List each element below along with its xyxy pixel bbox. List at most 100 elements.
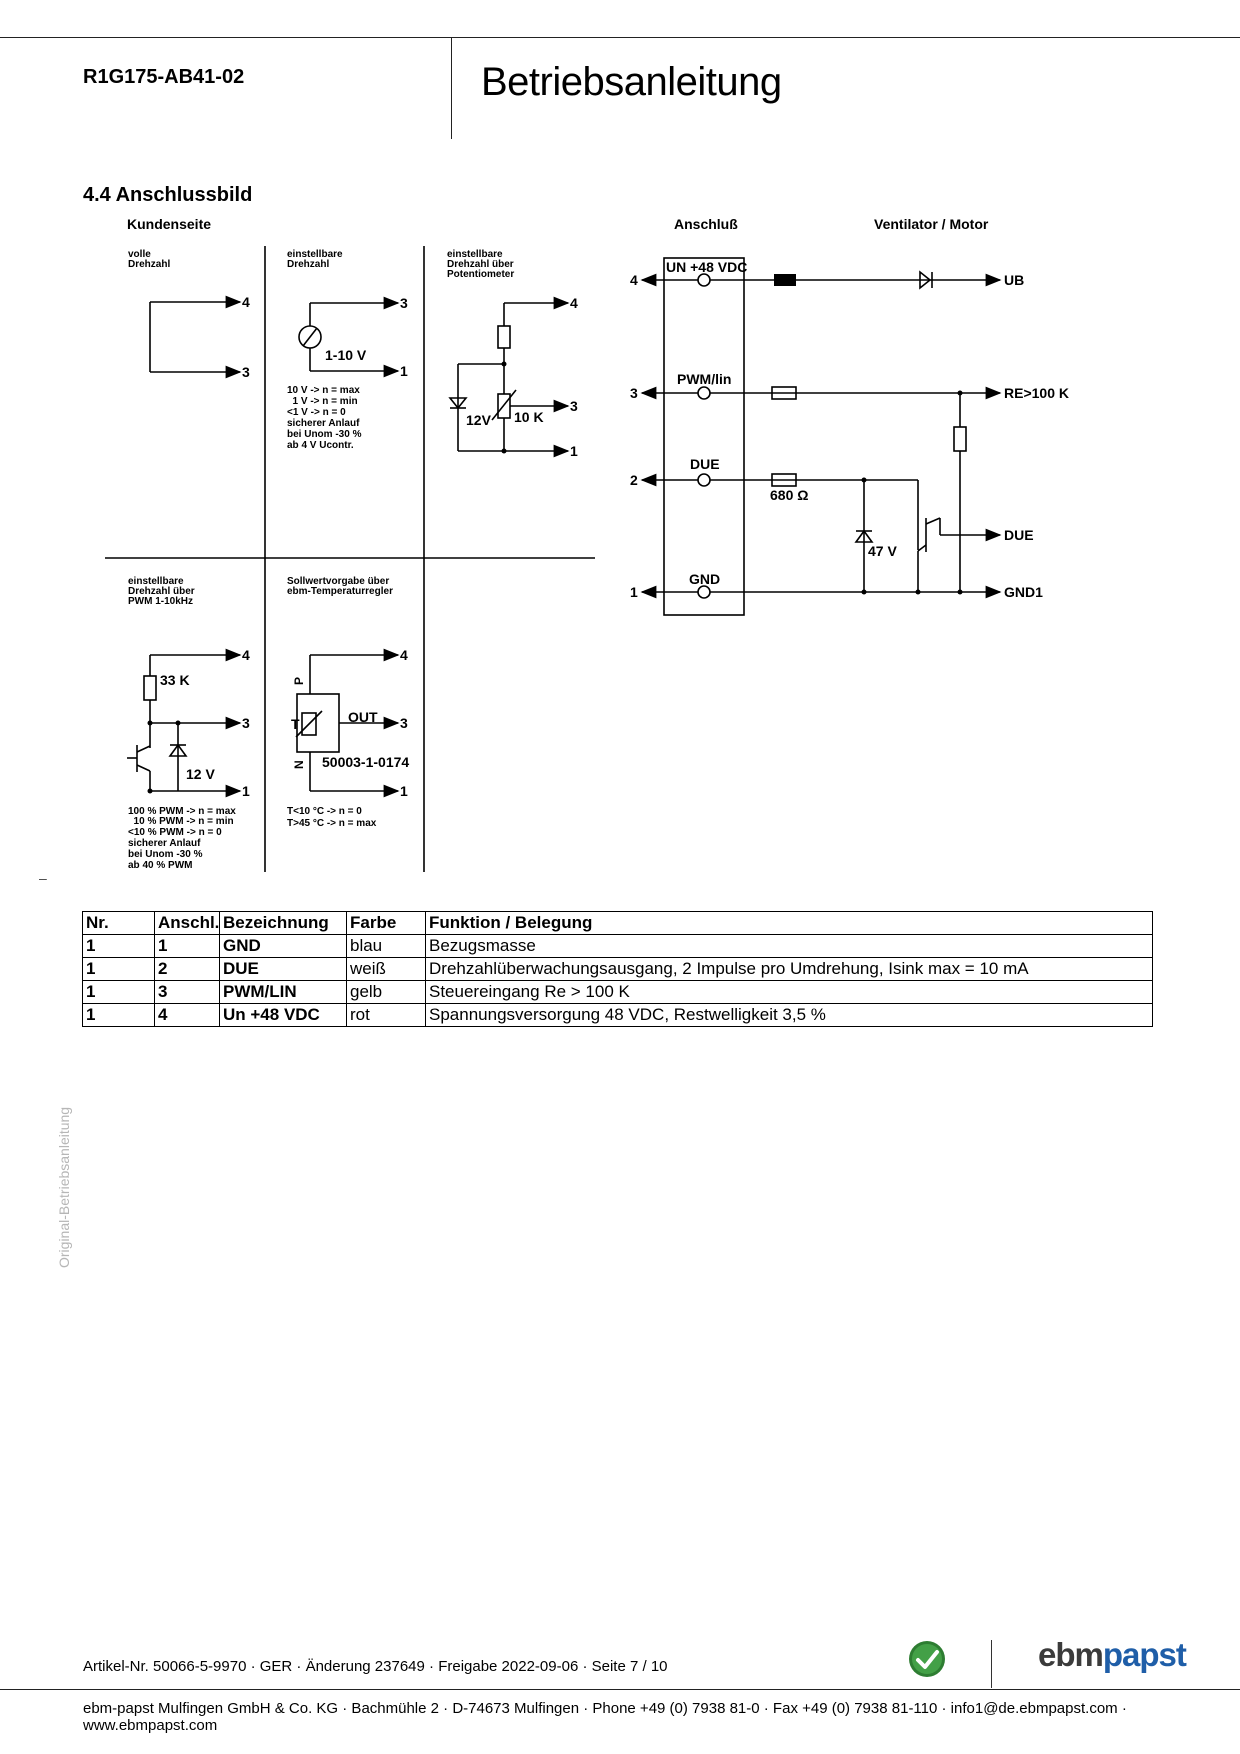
cell-funktion: Steuereingang Re > 100 K: [425, 980, 1153, 1004]
c2-num-3: 3: [400, 295, 408, 311]
r680-label: 680 Ω: [770, 487, 808, 503]
c1-num-4: 4: [242, 294, 250, 310]
c4-num-4: 4: [242, 647, 250, 663]
cell5-n-label: N: [292, 760, 306, 769]
table-row: 1 2 DUE weiß Drehzahlüberwachungsausgang…: [82, 957, 1153, 981]
col-bezeichnung: Bezeichnung: [219, 911, 347, 935]
cell2-note-1: 10 V -> n = max: [287, 385, 360, 396]
green-tech-check-icon: [909, 1641, 945, 1677]
cell-farbe: blau: [346, 934, 426, 958]
cell3-title-2: Drehzahl über: [447, 259, 514, 270]
cell3-title-1: einstellbare: [447, 249, 503, 260]
cell-bezeichnung: GND: [219, 934, 347, 958]
c1-num-3: 3: [242, 364, 250, 380]
cell2-note-2: 1 V -> n = min: [287, 396, 358, 407]
cell-nr: 1: [82, 1003, 155, 1027]
pin-table: Nr. Anschl. Bezeichnung Farbe Funktion /…: [82, 911, 1153, 1027]
cell-anschl: 1: [154, 934, 220, 958]
top-rule: [0, 37, 1240, 38]
cell2-title-2: Drehzahl: [287, 259, 329, 270]
c3-num-3: 3: [570, 398, 578, 414]
footer-divider: [991, 1640, 992, 1688]
model-number: R1G175-AB41-02: [83, 66, 245, 88]
cell-anschl: 3: [154, 980, 220, 1004]
cell-anschl: 4: [154, 1003, 220, 1027]
cell4-title-3: PWM 1-10kHz: [128, 596, 193, 607]
cell3-title-3: Potentiometer: [447, 269, 514, 280]
cell-anschl: 2: [154, 957, 220, 981]
cell2-title-1: einstellbare: [287, 249, 343, 260]
cell5-part-label: 50003-1-0174: [322, 754, 409, 770]
cell4-note-3: <10 % PWM -> n = 0: [128, 827, 222, 838]
cell-farbe: gelb: [346, 980, 426, 1004]
c3-num-4: 4: [570, 295, 578, 311]
c5-num-4: 4: [400, 647, 408, 663]
cell5-title-1: Sollwertvorgabe über: [287, 576, 389, 587]
cell2-note-5: bei Unom -30 %: [287, 429, 362, 440]
cell-funktion: Spannungsversorgung 48 VDC, Restwelligke…: [425, 1003, 1153, 1027]
margin-mark: –: [39, 870, 47, 886]
cell5-title-2: ebm-Temperaturregler: [287, 586, 393, 597]
pin-4-label: 4: [630, 272, 638, 288]
cell4-title-2: Drehzahl über: [128, 586, 195, 597]
table-row: 1 4 Un +48 VDC rot Spannungsversorgung 4…: [82, 1003, 1153, 1027]
cell4-title-1: einstellbare: [128, 576, 184, 587]
label-ventilator: Ventilator / Motor: [874, 216, 989, 232]
cell-funktion: Drehzahlüberwachungsausgang, 2 Impulse p…: [425, 957, 1153, 981]
conn-gnd-label: GND: [689, 571, 720, 587]
cell3-pot-label: 10 K: [514, 409, 544, 425]
pin-3-label: 3: [630, 385, 638, 401]
cell4-res-label: 33 K: [160, 672, 190, 688]
c5-num-1: 1: [400, 783, 408, 799]
side-watermark-text: Original-Betriebsanleitung: [56, 1106, 72, 1268]
cell-nr: 1: [82, 957, 155, 981]
cell1-title-1: volle: [128, 249, 151, 260]
z47-label: 47 V: [868, 543, 897, 559]
cell-bezeichnung: DUE: [219, 957, 347, 981]
conn-un-label: UN +48 VDC: [666, 259, 747, 275]
cell2-voltage: 1-10 V: [325, 347, 367, 363]
document-title: Betriebsanleitung: [481, 60, 782, 104]
footer-company: ebm-papst Mulfingen GmbH & Co. KG · Bach…: [83, 1700, 1127, 1734]
table-row: 1 1 GND blau Bezugsmasse: [82, 934, 1153, 958]
col-nr: Nr.: [82, 911, 155, 935]
cell5-p-label: P: [292, 677, 306, 685]
cell5-note-2: T>45 °C -> n = max: [287, 818, 377, 829]
cell-funktion: Bezugsmasse: [425, 934, 1153, 958]
header-divider: [451, 38, 452, 139]
conn-due-label: DUE: [690, 456, 720, 472]
cell5-out-label: OUT: [348, 709, 378, 725]
section-title: 4.4 Anschlussbild: [83, 184, 253, 206]
col-anschl: Anschl.: [154, 911, 220, 935]
cell4-note-1: 100 % PWM -> n = max: [128, 806, 236, 817]
pin-2-label: 2: [630, 472, 638, 488]
c3-num-1: 1: [570, 443, 578, 459]
cell1-title-2: Drehzahl: [128, 259, 170, 270]
cell4-note-5: bei Unom -30 %: [128, 849, 203, 860]
connection-diagram: Kundenseite Anschluß Ventilator / Motor …: [105, 216, 1069, 872]
conn-pwm-label: PWM/lin: [677, 371, 731, 387]
table-header-row: Nr. Anschl. Bezeichnung Farbe Funktion /…: [82, 911, 1153, 935]
cell3-zener-label: 12V: [466, 412, 492, 428]
cell-bezeichnung: Un +48 VDC: [219, 1003, 347, 1027]
out-re-label: RE>100 K: [1004, 385, 1069, 401]
cell4-note-6: ab 40 % PWM: [128, 860, 192, 871]
c4-num-1: 1: [242, 783, 250, 799]
col-farbe: Farbe: [346, 911, 426, 935]
c5-num-3: 3: [400, 715, 408, 731]
cell-nr: 1: [82, 980, 155, 1004]
cell5-t-label: T: [291, 716, 300, 732]
cell2-note-4: sicherer Anlauf: [287, 418, 360, 429]
out-gnd-label: GND1: [1004, 584, 1043, 600]
ebmpapst-logo: ebmpapst: [1038, 1636, 1187, 1673]
footer-article: Artikel-Nr. 50066-5-9970 · GER · Änderun…: [83, 1658, 668, 1675]
cell-bezeichnung: PWM/LIN: [219, 980, 347, 1004]
cell-farbe: weiß: [346, 957, 426, 981]
out-ub-label: UB: [1004, 272, 1024, 288]
label-anschluss: Anschluß: [674, 216, 738, 232]
cell2-note-3: <1 V -> n = 0: [287, 407, 346, 418]
col-funktion: Funktion / Belegung: [425, 911, 1153, 935]
cell4-note-4: sicherer Anlauf: [128, 838, 201, 849]
c4-num-3: 3: [242, 715, 250, 731]
pin-1-label: 1: [630, 584, 638, 600]
